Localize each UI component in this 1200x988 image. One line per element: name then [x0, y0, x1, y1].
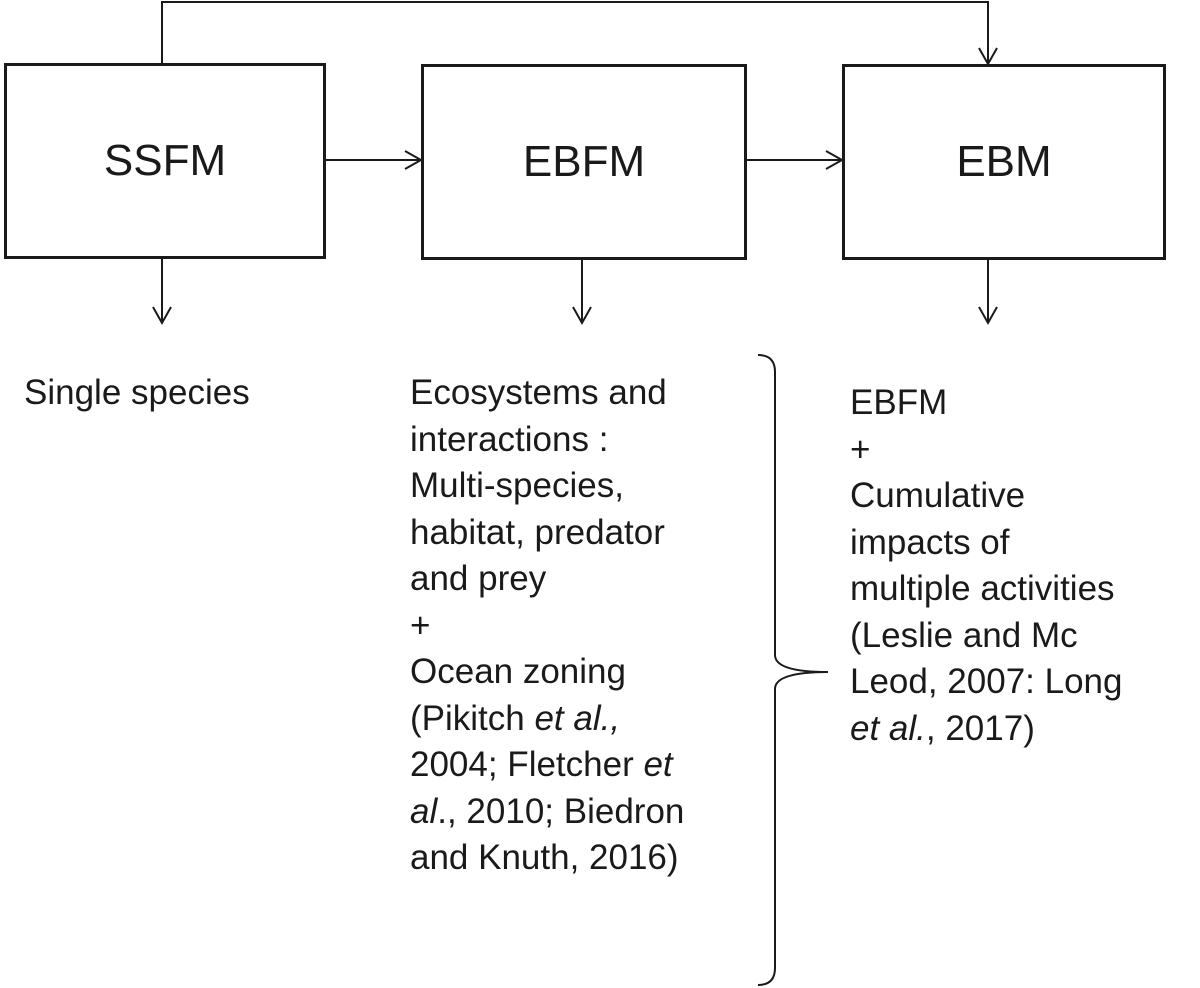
ebm-desc-line: + — [850, 429, 871, 469]
ssfm-desc-line: Single species — [24, 373, 250, 412]
ebfm-citation-line: (Pikitch et al., — [410, 696, 684, 743]
citation-text: , 2017) — [925, 708, 1035, 748]
ebm-desc-line: Leod, 2007: Long — [850, 662, 1123, 701]
ebfm-citation-line: al., 2010; Biedron — [410, 789, 684, 836]
citation-italic: et al., — [534, 698, 621, 738]
citation-text: ., 2010; Biedron — [437, 791, 685, 831]
ebm-description: EBFM + Cumulative impacts of multiple ac… — [850, 380, 1122, 752]
ebm-desc-line: impacts of — [850, 522, 1010, 562]
arrowhead-down-ebm — [978, 306, 998, 326]
ebm-box: EBM — [842, 64, 1166, 260]
connector-ssfm-to-ebm — [161, 1, 989, 64]
ebm-desc-line: (Leslie and Mc — [850, 615, 1078, 655]
ebfm-desc-line: habitat, predator — [410, 512, 665, 552]
ebm-desc-line: multiple activities — [850, 569, 1115, 608]
ebm-label: EBM — [956, 137, 1052, 186]
citation-text: 2004; Fletcher — [410, 745, 644, 784]
ebfm-desc-line: + — [410, 605, 431, 645]
citation-text: (Pikitch — [410, 698, 535, 738]
ebfm-desc-line: and Knuth, 2016) — [410, 838, 679, 877]
ebfm-desc-line: Multi-species, — [410, 466, 624, 505]
citation-italic: al — [410, 791, 438, 831]
ebfm-description: Ecosystems and interactions : Multi-spec… — [410, 370, 684, 882]
citation-italic: et al. — [850, 708, 926, 748]
ebfm-desc-line: and prey — [410, 559, 547, 598]
ebfm-desc-line: Ecosystems and — [410, 373, 667, 412]
citation-italic: et — [643, 745, 673, 784]
ssfm-label: SSFM — [103, 136, 227, 185]
ebfm-label: EBFM — [522, 137, 646, 186]
ebfm-desc-line: interactions : — [410, 419, 609, 459]
arrowhead-down-ebfm — [572, 306, 592, 326]
arrowhead-down-ssfm — [152, 306, 172, 326]
ebfm-box: EBFM — [421, 64, 747, 260]
ebm-desc-line: EBFM — [850, 383, 948, 422]
ssfm-box: SSFM — [4, 63, 326, 259]
ebfm-citation-line: 2004; Fletcher et — [410, 742, 684, 789]
curly-brace — [757, 354, 829, 986]
ebm-citation-line: et al., 2017) — [850, 706, 1122, 753]
ssfm-description: Single species — [24, 370, 250, 417]
ebfm-desc-line: Ocean zoning — [410, 652, 626, 691]
ebm-desc-line: Cumulative — [850, 476, 1026, 515]
